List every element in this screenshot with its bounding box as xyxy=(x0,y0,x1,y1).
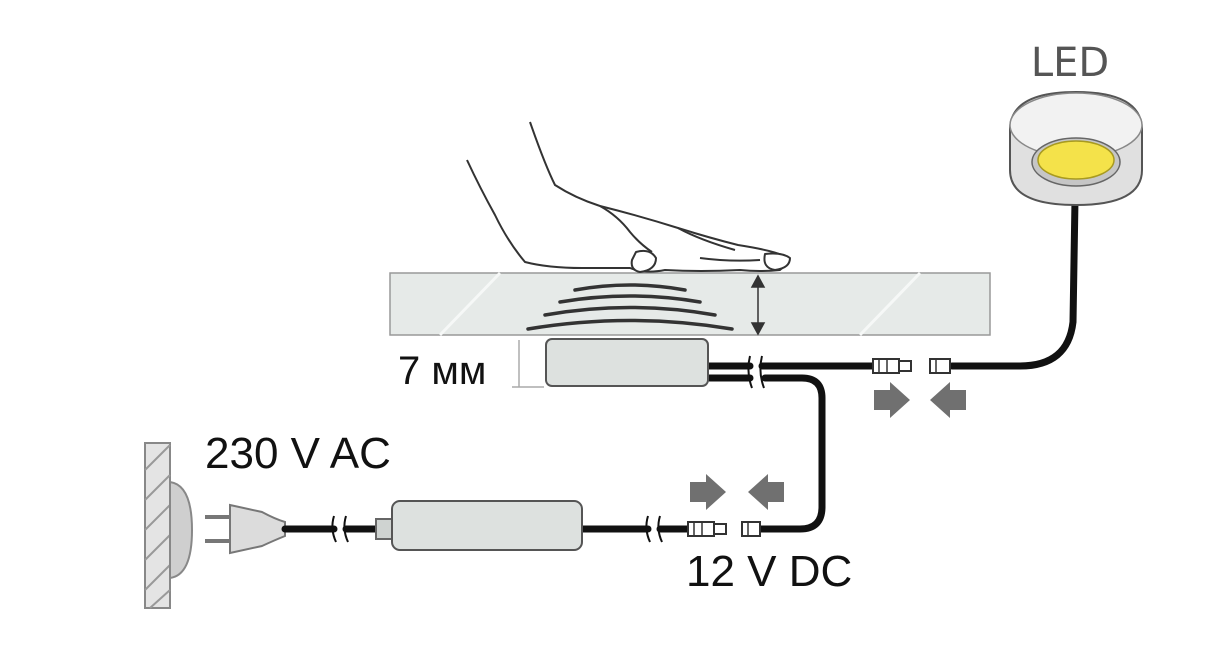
connect-arrow-icon xyxy=(690,382,966,510)
hand-icon xyxy=(466,121,791,273)
sensor-switch xyxy=(545,338,709,387)
led-lamp-icon xyxy=(1009,90,1143,207)
mains-voltage-label: 230 V AC xyxy=(205,429,391,478)
connector-pair-psu xyxy=(687,521,761,537)
thickness-dimension xyxy=(512,340,544,388)
thickness-label: 7 мм xyxy=(398,349,486,393)
panel-dimension xyxy=(750,274,766,336)
led-label: LED xyxy=(1031,40,1109,86)
cable-breaks xyxy=(331,355,765,543)
wall-socket-icon xyxy=(144,442,194,609)
power-supply xyxy=(375,500,583,551)
cables xyxy=(281,196,1079,533)
glass-panel xyxy=(389,271,991,337)
plug-icon xyxy=(205,503,286,555)
low-voltage-label: 12 V DC xyxy=(686,547,852,596)
sensor-waves-icon xyxy=(526,283,734,331)
connector-pair-led xyxy=(872,358,951,374)
